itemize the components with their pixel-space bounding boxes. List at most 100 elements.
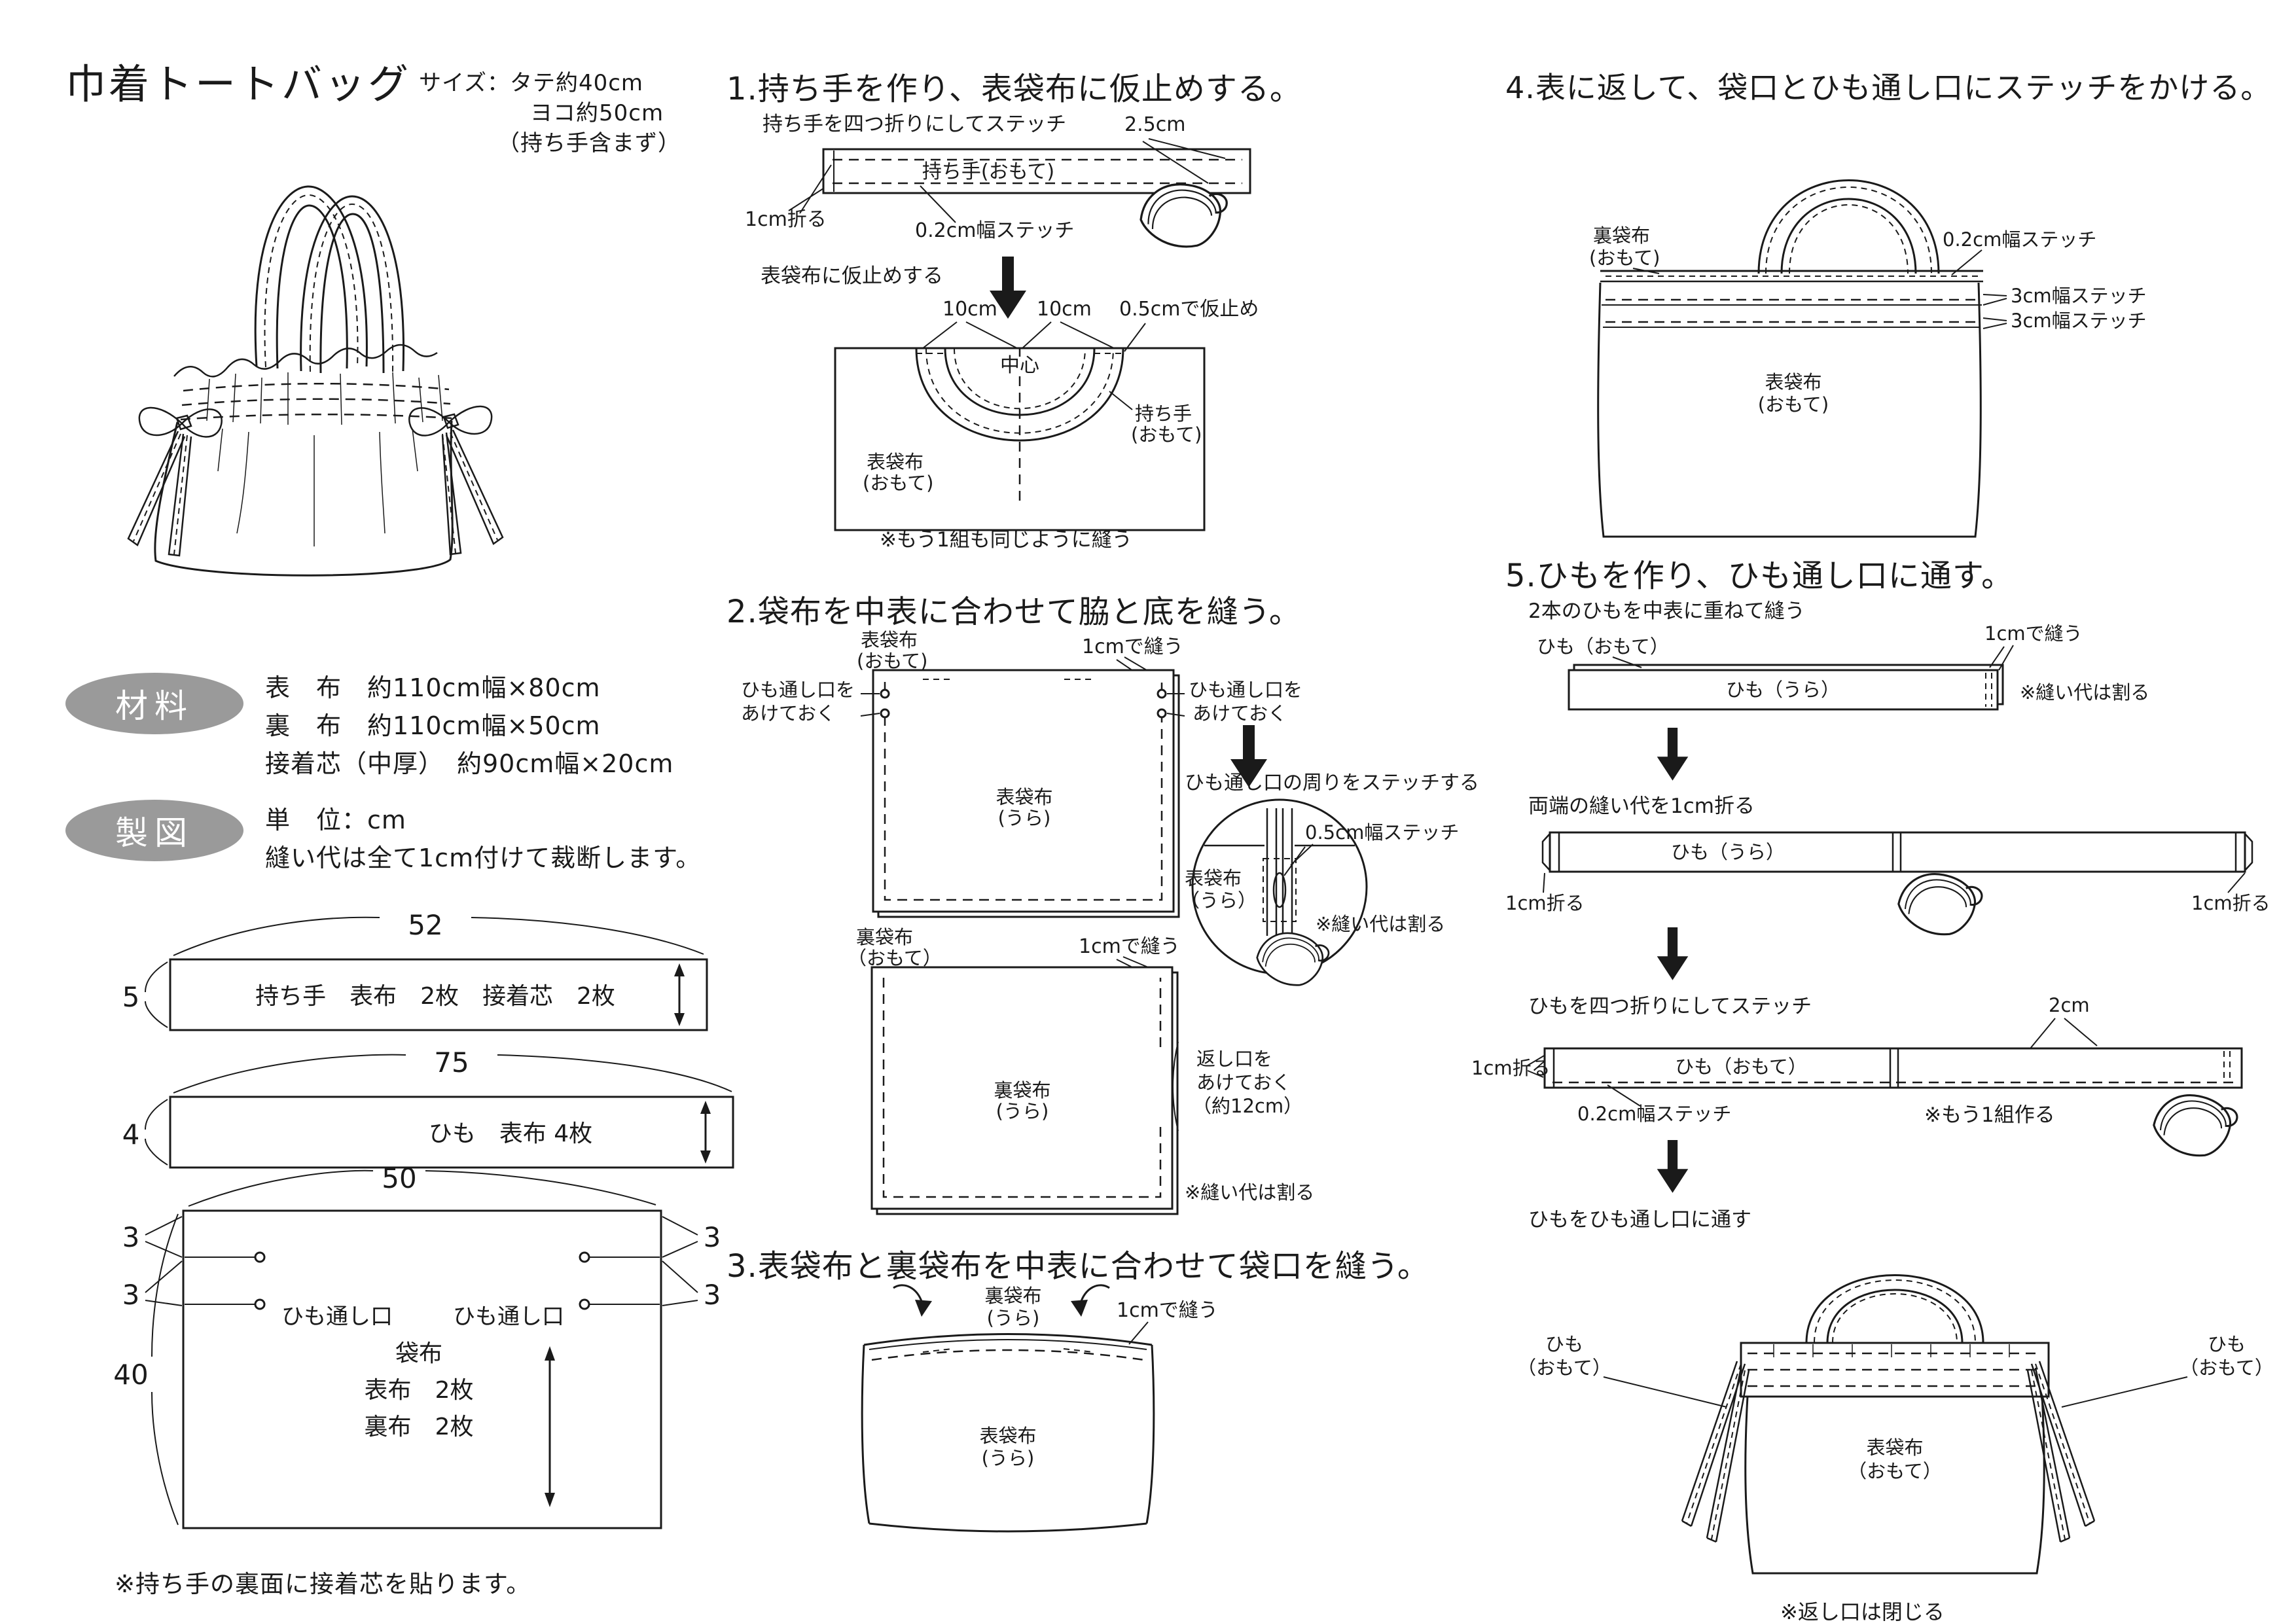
s5-stitch02: 0.2cm幅ステッチ bbox=[1577, 1103, 1731, 1125]
step5-diagram: 2本のひもを中表に重ねて縫う ひも（おもて） 1cmで縫う ひも（うら） ※縫い… bbox=[1471, 599, 2274, 1623]
materials-label: 材料 bbox=[65, 673, 243, 734]
fabric-label-2: (おもて) bbox=[863, 472, 933, 494]
step3-title: 3.表袋布と裏袋布を中表に合わせて袋口を縫う。 bbox=[726, 1248, 1429, 1285]
s4-handle bbox=[1757, 179, 1940, 274]
s5-sub3: ひもを四つ折りにしてステッチ bbox=[1528, 995, 1812, 1018]
s5-dim2: 2cm bbox=[2049, 994, 2090, 1016]
detail-note: ※縫い代は割る bbox=[1316, 913, 1445, 935]
outer-center-1: 表袋布 bbox=[996, 786, 1052, 808]
material-item: 接着芯（中厚） 約90cm幅×20cm bbox=[265, 749, 674, 778]
baste-label: 0.5cmで仮止め bbox=[1119, 298, 1259, 321]
step2-note: ※縫い代は割る bbox=[1185, 1181, 1314, 1204]
materials-list: 表 布 約110cm幅×80cm 裏 布 約110cm幅×50cm 接着芯（中厚… bbox=[265, 669, 673, 783]
strip-label: 持ち手(おもて) bbox=[922, 160, 1054, 183]
s5-final-note: ※返し口は閉じる bbox=[1780, 1599, 1945, 1623]
cord-height: 4 bbox=[122, 1118, 140, 1150]
drafting-seam: 縫い代は全て1cm付けて裁断します。 bbox=[265, 844, 702, 872]
s5-cordA-label: ひも（うら） bbox=[1726, 679, 1840, 701]
detail-fabric-2: （うら） bbox=[1181, 889, 1257, 912]
step1-title: 1.持ち手を作り、表袋布に仮止めする。 bbox=[726, 71, 1302, 107]
detail-fabric-1: 表袋布 bbox=[1185, 867, 1242, 889]
cord-piece-label: ひも 表布 4枚 bbox=[429, 1120, 592, 1147]
bag-gathered-top bbox=[173, 344, 452, 425]
pattern-handle: 52 5 持ち手 表布 2枚 接着芯 2枚 bbox=[122, 909, 708, 1031]
step2-title: 2.袋布を中表に合わせて脇と底を縫う。 bbox=[726, 594, 1301, 630]
interfacing-note: ※持ち手の裏面に接着芯を貼ります。 bbox=[115, 1570, 531, 1598]
lining-center-1: 裏袋布 bbox=[994, 1079, 1050, 1101]
left-bow bbox=[127, 406, 223, 557]
s4-stitch02: 0.2cm幅ステッチ bbox=[1943, 228, 2096, 251]
step1-dim: 2.5cm bbox=[1124, 113, 1185, 136]
pattern-panel: 50 40 3 3 ひも通し口 3 3 ひも通し口 袋布 表布 2枚 裏布 2枚 bbox=[113, 1162, 721, 1529]
s5-tieR-1: ひも bbox=[2208, 1333, 2246, 1355]
s4-stitch3a: 3cm幅ステッチ bbox=[2011, 285, 2147, 307]
sew1-label: 1cmで縫う bbox=[1082, 635, 1183, 658]
return-2: あけておく bbox=[1196, 1071, 1291, 1094]
dim-10a: 10cm bbox=[942, 298, 997, 321]
fold-arrow-left bbox=[893, 1284, 932, 1317]
handle-strip: 持ち手(おもて) bbox=[822, 148, 1251, 194]
step4-title: 4.表に返して、袋口とひも通し口にステッチをかける。 bbox=[1505, 70, 2272, 105]
drafting-lines: 単 位：cm 縫い代は全て1cm付けて裁断します。 bbox=[265, 801, 701, 877]
handle-label-1: 持ち手 bbox=[1135, 402, 1192, 425]
s5-body-1: 表袋布 bbox=[1866, 1436, 1923, 1459]
size-line-3: （持ち手含まず） bbox=[497, 130, 681, 156]
s5-foldL: 1cm折る bbox=[1505, 892, 1585, 914]
finished-bag-illustration bbox=[127, 185, 504, 577]
panel-line2: 裏布 2枚 bbox=[365, 1414, 474, 1440]
s5-sub4: ひもをひも通し口に通す bbox=[1528, 1208, 1751, 1232]
step1-fold: 1cm折る bbox=[745, 208, 827, 231]
opening-label-right: ひも通し口 bbox=[453, 1304, 564, 1330]
s5-noteC: ※もう1組作る bbox=[1924, 1103, 2055, 1127]
s5-cordB-label: ひも（うら） bbox=[1671, 841, 1785, 863]
cord-opening-marks-left: 3 3 ひも通し口 bbox=[122, 1216, 393, 1330]
grain-arrow bbox=[545, 1346, 555, 1507]
cord-topstitched: ひも（おもて） bbox=[1543, 1047, 2243, 1089]
outer-center-2: (うら) bbox=[998, 807, 1051, 829]
dim-10b: 10cm bbox=[1037, 298, 1092, 321]
s3-center-2: (うら) bbox=[982, 1447, 1035, 1469]
lining-top-2: （おもて） bbox=[848, 947, 942, 969]
return-1: 返し口を bbox=[1196, 1048, 1272, 1070]
s5-sub1: 2本のひもを中表に重ねて縫う bbox=[1528, 599, 1805, 623]
drafting-unit: 単 位：cm bbox=[265, 806, 406, 834]
bag-handles bbox=[254, 185, 405, 374]
s5-sub2: 両端の縫い代を1cm折る bbox=[1528, 794, 1755, 818]
step1-sub1: 持ち手を四つ折りにしてステッチ bbox=[762, 113, 1066, 136]
bag-body bbox=[154, 420, 454, 577]
lining-bag: 裏袋布 (うら) bbox=[870, 966, 1179, 1215]
lining-top-1: 裏袋布 bbox=[856, 926, 913, 948]
page-title: 巾着トートバッグ bbox=[65, 60, 412, 108]
size-note: サイズ：タテ約40cm ヨコ約50cm （持ち手含まず） bbox=[419, 68, 681, 158]
detail-circle: 0.5cm幅ステッチ 表袋布 （うら） ※縫い代は割る bbox=[1181, 798, 1459, 997]
mark-3: 3 bbox=[122, 1221, 140, 1253]
size-line-1: サイズ：タテ約40cm bbox=[419, 70, 644, 96]
handle-width: 52 bbox=[408, 909, 442, 941]
s5-sewA: 1cmで縫う bbox=[1984, 622, 2083, 645]
s4-bag: 表袋布 (おもて) bbox=[1597, 270, 1983, 538]
open-right-2: あけておく bbox=[1193, 702, 1287, 724]
panel-height: 40 bbox=[113, 1359, 148, 1391]
grain-arrow bbox=[674, 963, 685, 1026]
material-item: 表 布 約110cm幅×80cm bbox=[265, 673, 601, 702]
open-left-2: あけておく bbox=[741, 702, 835, 724]
right-cords bbox=[2026, 1361, 2096, 1543]
handle-piece-label: 持ち手 表布 2枚 接着芯 2枚 bbox=[255, 983, 615, 1010]
s4-lining-1: 裏袋布 bbox=[1593, 224, 1650, 247]
pattern-cord: 75 4 ひも 表布 4枚 bbox=[122, 1046, 734, 1169]
step4-diagram: 表袋布 (おもて) 裏袋布 (おもて) 0.2cm幅ステッチ 3cm幅ステッチ … bbox=[1589, 179, 2147, 538]
baste-bag: 中心 bbox=[834, 347, 1206, 531]
mark-3: 3 bbox=[122, 1279, 140, 1311]
material-item: 裏 布 約110cm幅×50cm bbox=[265, 711, 601, 740]
lining-center-2: (うら) bbox=[996, 1100, 1049, 1122]
fabric-label-1: 表袋布 bbox=[867, 451, 924, 473]
step3-diagram: 裏袋布 (うら) 1cmで縫う 表袋布 (うら) bbox=[861, 1284, 1218, 1533]
outer-bag: 表袋布 (うら) bbox=[872, 669, 1180, 918]
drafting-label: 製図 bbox=[65, 800, 243, 861]
s3-top-2: (うら) bbox=[987, 1307, 1040, 1329]
step5-title: 5.ひもを作り、ひも通し口に通す。 bbox=[1505, 558, 2014, 594]
open-left-1: ひも通し口を bbox=[741, 679, 855, 701]
step1-note: ※もう1組も同じように縫う bbox=[880, 528, 1132, 552]
handle-label-2: (おもて) bbox=[1131, 423, 1202, 446]
